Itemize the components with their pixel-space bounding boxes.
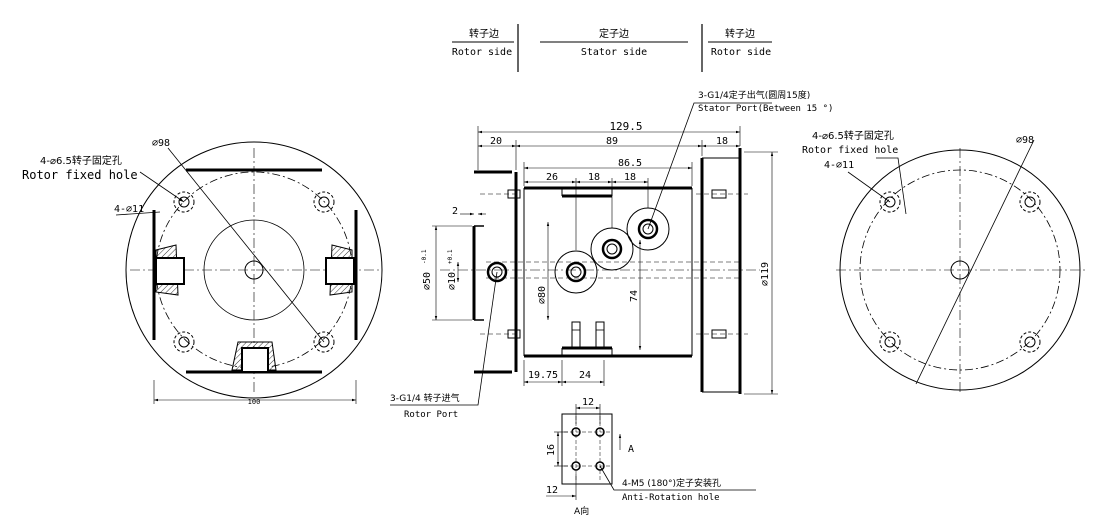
detail-dim-left: 16	[546, 444, 557, 456]
right-dia-label: ⌀98	[1016, 135, 1034, 146]
dim-d119: ⌀119	[760, 262, 771, 286]
dim-d80: ⌀80	[537, 286, 548, 304]
dim-d10-tol: +0.1	[447, 249, 454, 264]
dim-left: 20	[490, 136, 502, 147]
right-hole-note-en: Rotor fixed hole	[802, 145, 898, 156]
right-hole-note-cn: 4-⌀6.5转子固定孔	[812, 129, 894, 142]
dim-d50: ⌀50	[422, 272, 433, 290]
left-dia-label: ⌀98	[152, 138, 170, 149]
rotor-right-en: Rotor side	[711, 47, 771, 58]
right-end-view	[836, 139, 1086, 392]
stator-port-en: Stator Port(Between 15 °)	[698, 104, 833, 114]
detail-dim-top: 12	[582, 397, 594, 408]
side-view	[390, 102, 778, 406]
dim-bottom2: 24	[579, 370, 591, 381]
dim-gap: 2	[452, 206, 458, 217]
left-hole-note-en: Rotor fixed hole	[22, 168, 138, 182]
stator-port-cn: 3-G1/4定子出气(圆周15度)	[698, 89, 810, 101]
stator-cn: 定子边	[599, 27, 629, 40]
dim-d74: 74	[629, 290, 640, 302]
left-end-view	[115, 141, 383, 404]
dim-right: 18	[716, 136, 728, 147]
dim-bottom1: 19.75	[528, 370, 558, 381]
rotor-port-en: Rotor Port	[404, 410, 458, 420]
detail-note-en: Anti-Rotation hole	[622, 493, 720, 503]
left-pcd-label: 4-⌀11	[114, 204, 144, 215]
dim-seg1: 26	[546, 172, 558, 183]
right-pcd-label: 4-⌀11	[824, 160, 854, 171]
dim-inner: 86.5	[618, 158, 642, 169]
dim-overall: 129.5	[609, 120, 642, 133]
detail-a-view	[546, 404, 756, 500]
dim-seg3: 18	[624, 172, 636, 183]
left-hole-note-cn: 4-⌀6.5转子固定孔	[40, 154, 122, 167]
detail-caption: A向	[574, 505, 589, 517]
dim-body: 89	[606, 136, 618, 147]
rotor-right-cn: 转子边	[725, 27, 755, 40]
left-width-label: 100	[248, 398, 261, 406]
rotor-port-cn: 3-G1/4 转子进气	[390, 392, 460, 404]
side-header: 转子边 Rotor side 定子边 Stator side 转子边 Rotor…	[452, 24, 772, 72]
dim-seg2: 18	[588, 172, 600, 183]
detail-arrow-label: A	[628, 444, 634, 455]
dim-d50-tol: -0.1	[421, 249, 428, 264]
rotor-left-cn: 转子边	[469, 27, 499, 40]
dim-d10: ⌀10	[447, 272, 458, 290]
rotor-left-en: Rotor side	[452, 47, 512, 58]
stator-en: Stator side	[581, 47, 647, 58]
detail-dim-bottom: 12	[546, 485, 558, 496]
detail-note-cn: 4-M5 (180°)定子安装孔	[622, 477, 721, 489]
